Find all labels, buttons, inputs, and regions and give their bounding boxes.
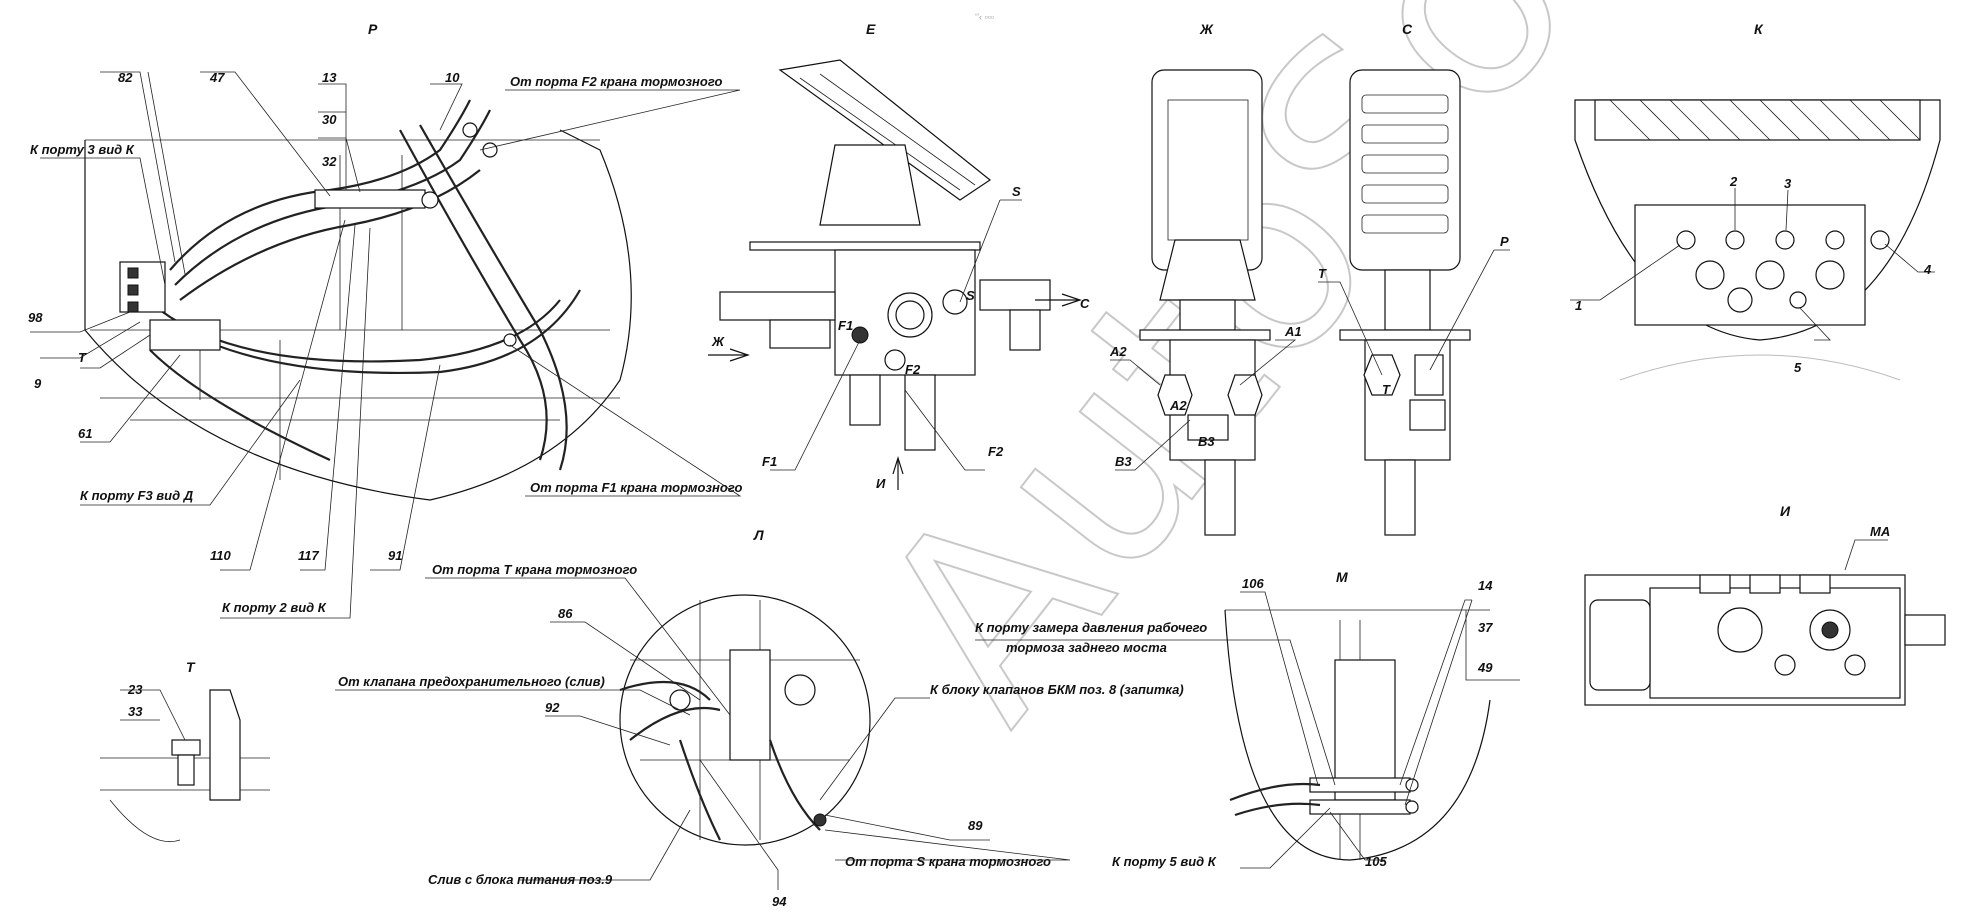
callout-61: 61 xyxy=(78,426,92,441)
callout-82: 82 xyxy=(118,70,133,85)
view-l-title: Л xyxy=(753,527,764,543)
callout-10: 10 xyxy=(445,70,460,85)
callout-32: 32 xyxy=(322,154,337,169)
label-s-inner: S xyxy=(966,288,975,303)
callout-f2: F2 xyxy=(988,444,1004,459)
callout-drain: Слив с блока питания поз.9 xyxy=(428,872,613,887)
callout-c-arrow: С xyxy=(1080,296,1090,311)
view-c: С Т Т Р xyxy=(1318,21,1510,536)
callout-47: 47 xyxy=(209,70,225,85)
callout-to-port5: К порту 5 вид К xyxy=(1112,854,1217,869)
callout-zh-arrow: Ж xyxy=(711,334,725,349)
view-l: Л От порта Т крана тормозного 86 От клап… xyxy=(335,527,1184,909)
view-t: Т 23 33 xyxy=(100,659,270,842)
callout-to-port2: К порту 2 вид К xyxy=(222,600,327,615)
callout-t-left: Т xyxy=(78,350,87,365)
callout-t: Т xyxy=(1318,266,1327,281)
view-p-title: Р xyxy=(368,21,378,37)
label-f2-inner: F2 xyxy=(905,362,921,377)
view-i: И МА xyxy=(1584,503,1946,706)
view-p-circle xyxy=(84,129,632,501)
view-l-circle xyxy=(619,594,871,846)
callout-105: 105 xyxy=(1365,854,1387,869)
callout-k5: 5 xyxy=(1794,360,1802,375)
callout-s: S xyxy=(1012,184,1021,199)
callout-86: 86 xyxy=(558,606,573,621)
view-k: К 1 2 3 4 5 xyxy=(1570,21,1941,381)
callout-ma: МА xyxy=(1870,524,1890,539)
callout-to-f3: К порту F3 вид Д xyxy=(80,488,194,503)
callout-98: 98 xyxy=(28,310,43,325)
view-e-title: Е xyxy=(866,21,876,37)
callout-106: 106 xyxy=(1242,576,1264,591)
view-p: Р xyxy=(28,21,742,619)
callout-from-port-t: От порта Т крана тормозного xyxy=(432,562,637,577)
callout-110: 110 xyxy=(210,548,231,563)
view-m-title: М xyxy=(1336,569,1348,585)
callout-to-bkm: К блоку клапанов БКМ поз. 8 (запитка) xyxy=(930,682,1184,697)
callout-k2: 2 xyxy=(1729,174,1738,189)
callout-30: 30 xyxy=(322,112,337,127)
callout-117: 117 xyxy=(298,548,319,563)
callout-from-f1: От порта F1 крана тормозного xyxy=(530,480,742,495)
callout-i-arrow: И xyxy=(876,476,886,491)
callout-49: 49 xyxy=(1477,660,1493,675)
callout-a2: А2 xyxy=(1109,344,1127,359)
callout-to-port3: К порту 3 вид К xyxy=(30,142,135,157)
callout-k4: 4 xyxy=(1923,262,1932,277)
view-e: Е S С Ж F1 F2 S F1 F2 И xyxy=(708,21,1090,491)
callout-91: 91 xyxy=(388,548,402,563)
callout-a1: А1 xyxy=(1284,324,1302,339)
label-b3-inner: В3 xyxy=(1198,434,1215,449)
callout-33: 33 xyxy=(128,704,143,719)
callout-37: 37 xyxy=(1478,620,1493,635)
label-f1-inner: F1 xyxy=(838,318,853,333)
callout-to-measure-1: К порту замера давления рабочего xyxy=(975,620,1207,635)
callout-f1: F1 xyxy=(762,454,777,469)
callout-to-measure-2: тормоза заднего моста xyxy=(1006,640,1167,655)
view-k-title: К xyxy=(1754,21,1764,37)
view-i-title: И xyxy=(1780,503,1791,519)
callout-89: 89 xyxy=(968,818,983,833)
callout-k1: 1 xyxy=(1575,298,1582,313)
label-a2-inner: А2 xyxy=(1169,398,1187,413)
corner-mark: ‘’‹ ▫▫▫ xyxy=(975,12,994,22)
callout-k3: 3 xyxy=(1784,176,1792,191)
callout-94: 94 xyxy=(772,894,787,909)
view-zh-title: Ж xyxy=(1199,21,1214,37)
callout-from-port-s: От порта S крана тормозного xyxy=(845,854,1051,869)
label-t-inner: Т xyxy=(1382,382,1391,397)
view-zh: Ж А2 А1 А2 В3 В3 xyxy=(1109,21,1302,536)
callout-from-safety: От клапана предохранительного (слив) xyxy=(338,674,605,689)
callout-13: 13 xyxy=(322,70,337,85)
callout-b3: В3 xyxy=(1115,454,1132,469)
callout-from-f2: От порта F2 крана тормозного xyxy=(510,74,722,89)
callout-9: 9 xyxy=(34,376,42,391)
view-m: М 106 14 37 49 К порту замера давления р… xyxy=(975,569,1520,869)
view-m-arc xyxy=(1224,609,1491,861)
callout-p: Р xyxy=(1500,234,1509,249)
view-c-title: С xyxy=(1402,21,1413,37)
view-t-title: Т xyxy=(186,659,196,675)
callout-14: 14 xyxy=(1478,578,1493,593)
callout-23: 23 xyxy=(127,682,143,697)
callout-92: 92 xyxy=(545,700,560,715)
